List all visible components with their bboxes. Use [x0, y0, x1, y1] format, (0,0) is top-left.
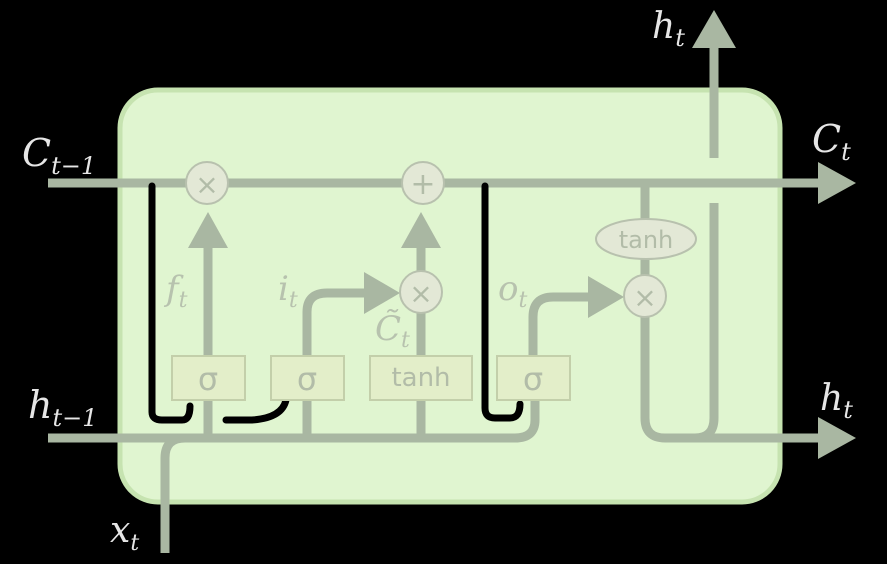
h-out-top-main: h: [652, 6, 675, 47]
c-prev-label: Ct−1: [22, 131, 96, 180]
h-out-top-sub: t: [675, 24, 685, 52]
hidden-input-line: [48, 398, 540, 443]
forget-multiply-symbol: ×: [195, 168, 218, 201]
candidate-gate-box: [369, 355, 473, 401]
peephole-forget-input: [148, 182, 194, 424]
cell-state-arrowhead: [818, 162, 856, 204]
h-out-right-label: ht: [820, 378, 853, 424]
h-out-top-label: ht: [652, 6, 685, 52]
forget-multiply-circle: [185, 161, 229, 205]
output-gate-to-multiply: [528, 292, 594, 355]
c-prev-main: C: [22, 131, 51, 175]
output-multiply-circle: [623, 274, 667, 318]
cell-tanh-label: tanh: [619, 226, 674, 254]
output-gate-box: [496, 355, 571, 401]
hidden-output-arrowhead: [818, 417, 856, 459]
forget-gate-sub: t: [179, 288, 188, 313]
x-input-main: x: [110, 510, 130, 551]
h-prev-main: h: [28, 383, 52, 427]
input-gate-box: [270, 355, 345, 401]
output-gate-sub: t: [518, 288, 527, 313]
input-gate-to-multiply: [302, 288, 370, 355]
input-multiply-circle: [399, 270, 443, 314]
h-out-right-sub: t: [843, 396, 853, 424]
candidate-main: C̃: [375, 309, 401, 349]
h-out-right-main: h: [820, 378, 843, 419]
c-prev-sub: t−1: [51, 152, 96, 180]
pointwise-ops: × + × × tanh: [185, 161, 697, 318]
c-next-sub: t: [841, 138, 851, 166]
h-prev-label: ht−1: [28, 383, 98, 432]
forget-gate-symbol: σ: [198, 360, 218, 398]
gate-layers: σ σ tanh σ: [171, 355, 571, 401]
cell-add-symbol: +: [410, 167, 435, 202]
h-prev-sub: t−1: [52, 404, 97, 432]
wires: [48, 10, 856, 553]
input-arrowhead: [364, 272, 400, 314]
input-multiply-symbol: ×: [409, 277, 432, 310]
x-input-sub: t: [130, 531, 139, 556]
hidden-up-lower: [694, 203, 719, 443]
candidate-gate-label: tanh: [391, 363, 450, 393]
hidden-output-line: [640, 316, 822, 443]
forget-arrowhead: [188, 212, 228, 248]
x-input-line: [160, 433, 186, 553]
cell-tanh-ellipse: [595, 218, 697, 260]
forget-gate-box: [171, 355, 246, 401]
add-arrowhead: [401, 212, 441, 248]
peephole-output: [481, 182, 524, 422]
output-gate-main: o: [498, 269, 518, 309]
peephole-input-tail: [222, 396, 290, 424]
c-next-main: C: [812, 117, 841, 161]
input-gate-symbol: σ: [297, 360, 317, 398]
candidate-label: C̃t: [375, 309, 410, 353]
output-multiply-symbol: ×: [633, 281, 656, 314]
input-gate-main: i: [278, 269, 289, 309]
input-gate-sub: t: [289, 288, 298, 313]
candidate-sub: t: [401, 328, 410, 353]
input-gate-label: it: [278, 269, 298, 313]
outer-labels: Ct−1 Ct ht−1 ht ht xt: [22, 6, 853, 556]
output-gate-symbol: σ: [523, 360, 543, 398]
cell-add-circle: [401, 161, 445, 205]
hidden-up-arrowhead: [692, 10, 736, 48]
c-next-label: Ct: [812, 117, 851, 166]
output-gate-label: ot: [498, 269, 527, 313]
peephole-connections: [148, 182, 524, 424]
output-arrowhead: [588, 276, 624, 318]
x-input-label: xt: [110, 510, 139, 556]
